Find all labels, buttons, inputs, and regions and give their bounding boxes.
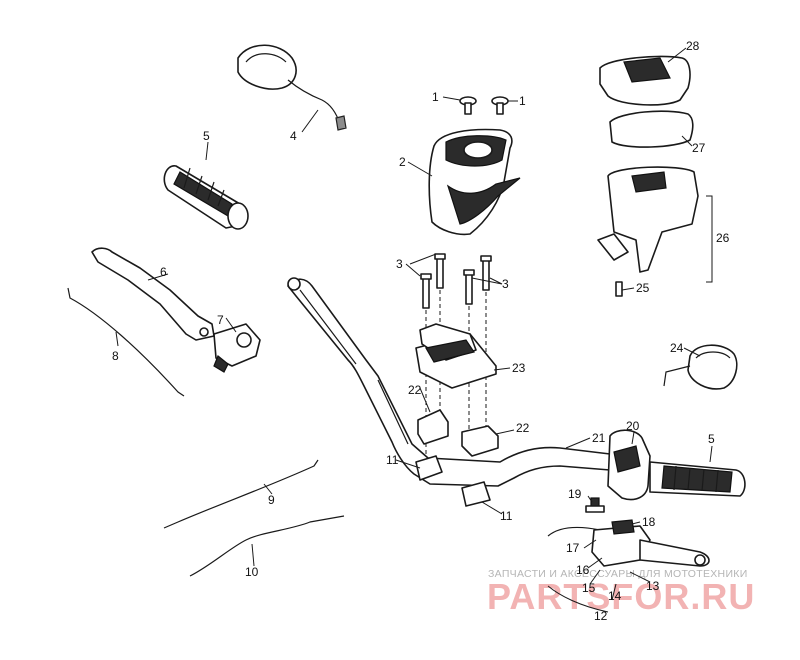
callout-4: 4 (290, 129, 297, 143)
callout-23: 23 (512, 361, 526, 375)
callout-7: 7 (217, 313, 224, 327)
callout-14: 14 (608, 589, 622, 603)
callout-19: 19 (568, 487, 582, 501)
callout-28: 28 (686, 39, 700, 53)
screw-25 (615, 281, 623, 297)
callout-13: 13 (646, 579, 660, 593)
callout-1a: 1 (432, 90, 439, 104)
watermark-logo: PARTSFOR.RU (487, 576, 755, 617)
handlebar-clamp (415, 323, 497, 389)
callout-8: 8 (112, 349, 119, 363)
callout-24: 24 (670, 341, 684, 355)
brake-master-cylinder (547, 519, 710, 567)
mirror-left (237, 44, 347, 131)
screw-19 (585, 497, 605, 513)
lever-bracket (213, 323, 261, 373)
callout-3b: 3 (502, 277, 509, 291)
top-cover (599, 55, 691, 106)
brake-cable (189, 515, 345, 577)
throttle-cable (163, 459, 319, 529)
clutch-lever (91, 247, 215, 341)
callout-9: 9 (268, 493, 275, 507)
callout-22a: 22 (408, 383, 422, 397)
watermark-tagline: ЗАПЧАСТИ И АКСЕССУАРЫ ДЛЯ МОТОТЕХНИКИ (488, 568, 748, 580)
callout-21: 21 (592, 431, 606, 445)
callout-2: 2 (399, 155, 406, 169)
callout-10: 10 (245, 565, 259, 579)
grip-right (649, 461, 746, 497)
callout-16: 16 (576, 563, 590, 577)
callout-11b: 11 (500, 509, 513, 523)
callout-26: 26 (716, 231, 730, 245)
clamp-blocks-lower (415, 455, 491, 507)
bolts (420, 253, 492, 309)
reservoir (597, 166, 699, 273)
callout-15: 15 (582, 581, 596, 595)
callout-6: 6 (160, 265, 167, 279)
callout-27: 27 (692, 141, 706, 155)
headlight-cover (428, 128, 521, 236)
callout-5b: 5 (708, 432, 715, 446)
callout-5a: 5 (203, 129, 210, 143)
bracket-26 (706, 195, 713, 283)
handlebar (287, 277, 611, 487)
clamp-blocks-upper (417, 409, 499, 457)
callout-22b: 22 (516, 421, 530, 435)
callout-3a: 3 (396, 257, 403, 271)
callout-17: 17 (566, 541, 580, 555)
mirror-right (663, 344, 738, 390)
clutch-cable (67, 287, 185, 397)
leader-lines (115, 47, 713, 613)
gasket (609, 110, 694, 148)
callout-25: 25 (636, 281, 650, 295)
callout-20: 20 (626, 419, 640, 433)
screws-top (459, 96, 509, 115)
grip-left (163, 165, 249, 230)
callout-18: 18 (642, 515, 656, 529)
callout-labels: 1 1 2 3 3 4 5 5 6 7 8 9 10 11 11 12 13 1… (112, 39, 730, 623)
callout-1b: 1 (519, 94, 526, 108)
callout-12: 12 (594, 609, 608, 623)
callout-11a: 11 (386, 453, 399, 467)
switch-housing (607, 429, 651, 501)
